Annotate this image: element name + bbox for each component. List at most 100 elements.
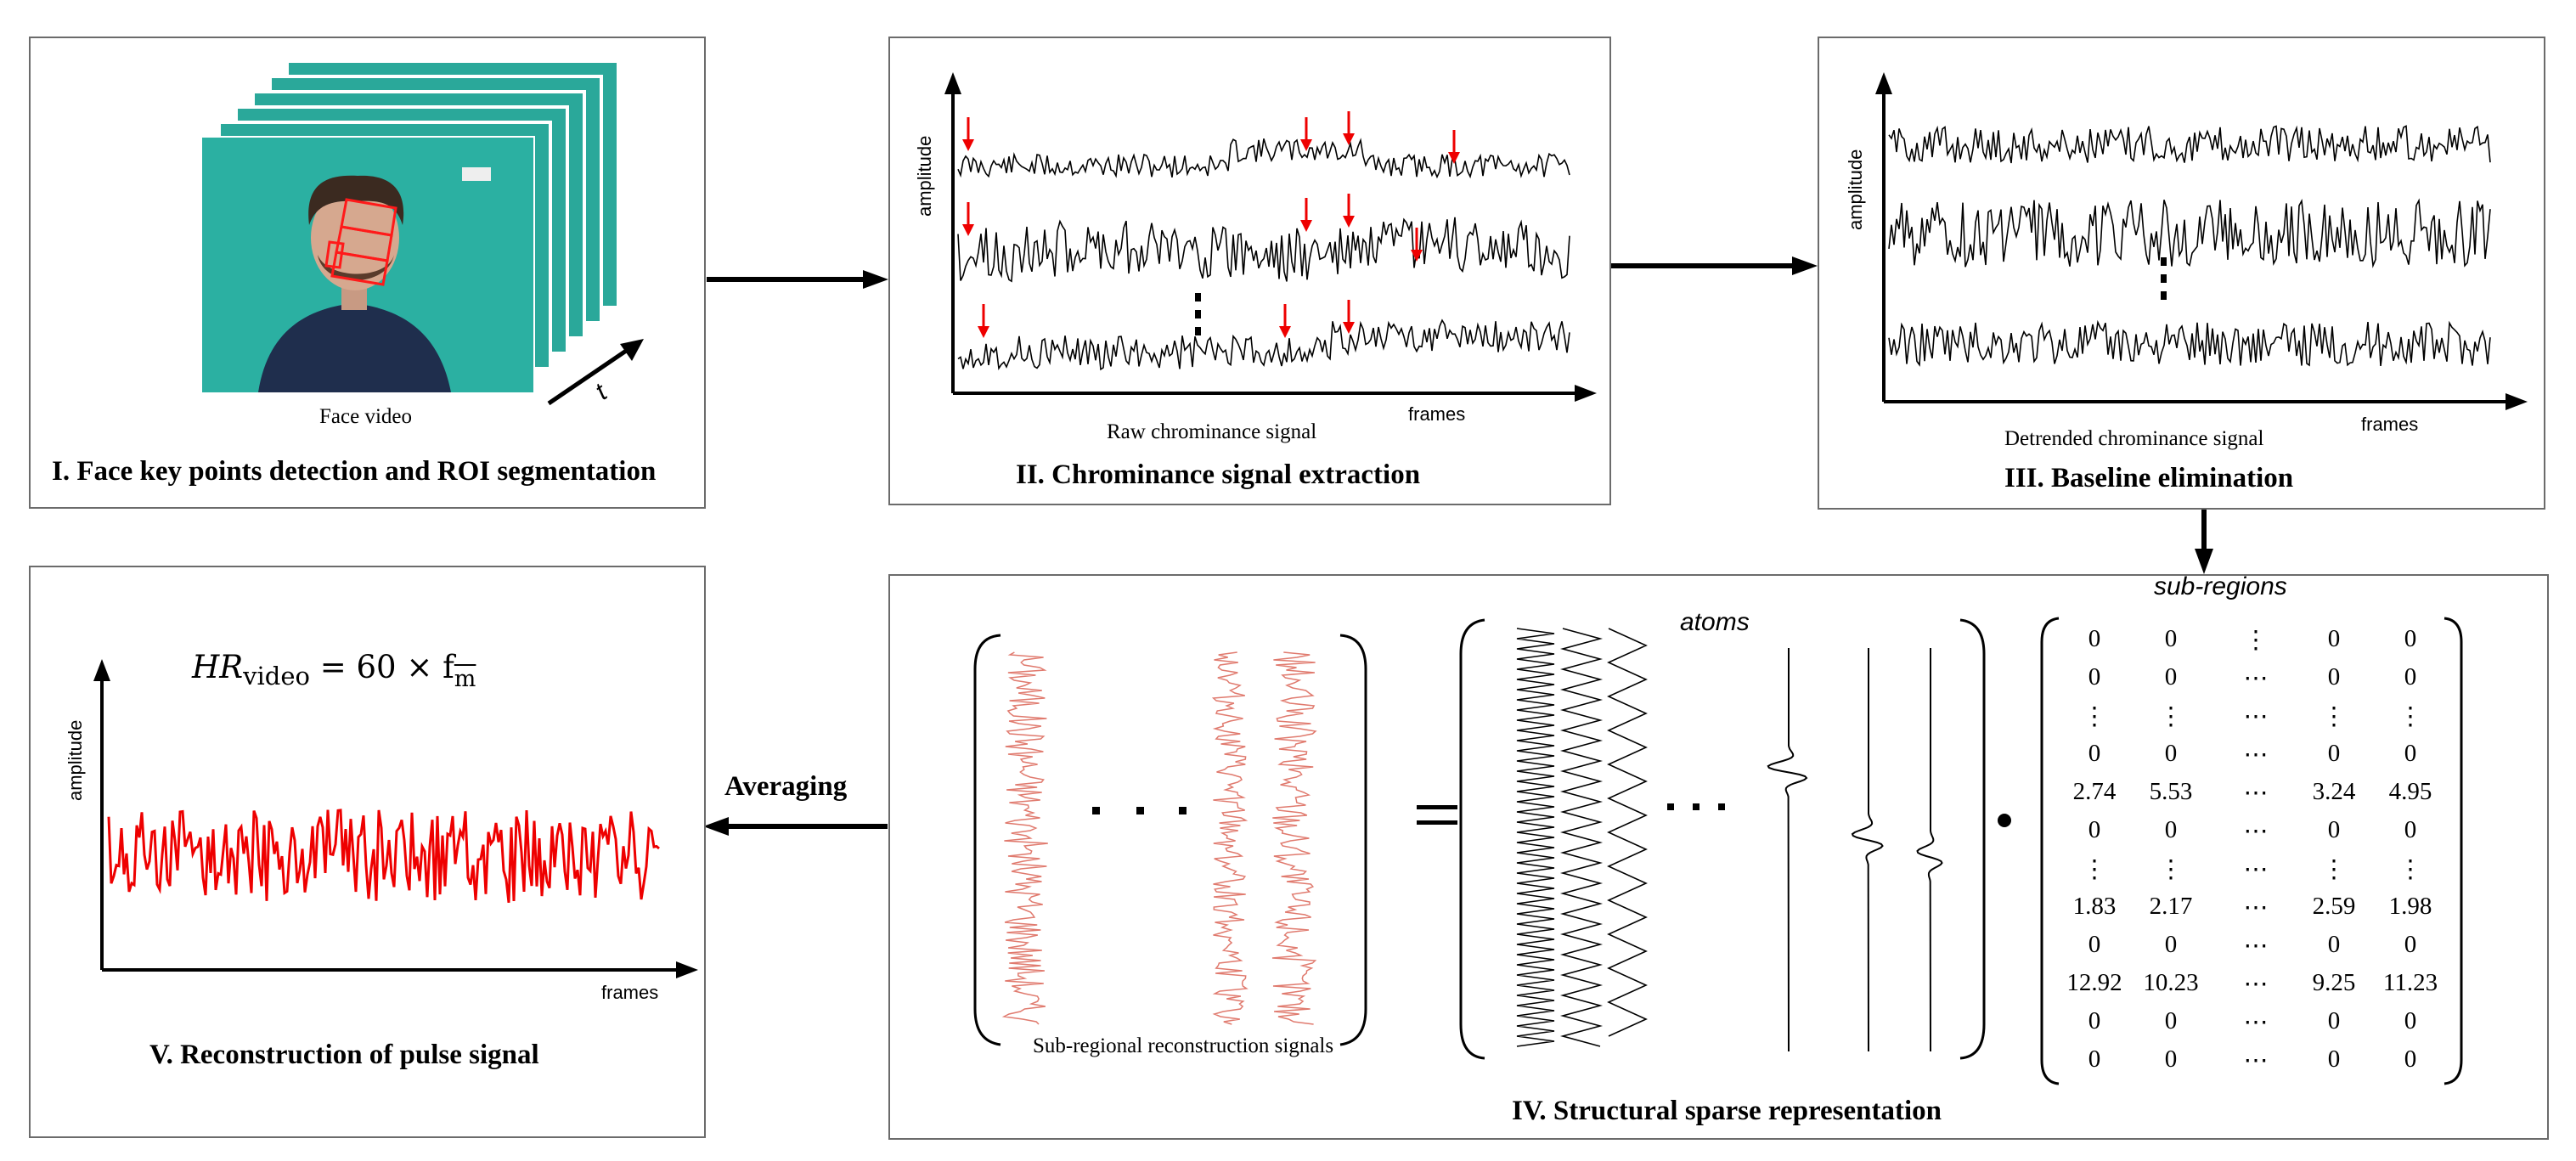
person-body: [258, 303, 451, 392]
panel-title: I. Face key points detection and ROI seg…: [52, 456, 657, 487]
red-arrow: [1279, 304, 1291, 338]
panel-pulse-reconstruction: HRvideo = 60 × fm amplitude frames V. Re…: [29, 566, 706, 1138]
pulse-plot: [93, 659, 698, 978]
raw-signal-caption: Raw chrominance signal: [1107, 420, 1317, 443]
matrix-cell: 0: [2088, 625, 2101, 652]
matrix-cell: 0: [2404, 625, 2417, 652]
averaging-label: Averaging: [724, 771, 848, 802]
x-axis-label: frames: [601, 982, 659, 1003]
y-axis-label: amplitude: [914, 135, 935, 217]
matrix-cell: ⋮: [2082, 703, 2107, 730]
arrow-4-to-5: [703, 817, 888, 836]
matrix-cell: 0: [2404, 740, 2417, 767]
recon-signal-3: [1271, 651, 1317, 1025]
left-bracket-coeffs: [2040, 617, 2060, 1085]
atom-wavelet-3: [1916, 648, 1943, 1052]
face-video-caption: Face video: [319, 405, 412, 428]
frame-stack: [200, 59, 644, 406]
panel-title: IV. Structural sparse representation: [1512, 1096, 1942, 1126]
detrended-signal-1: [1888, 125, 2491, 164]
matrix-cell: 0: [2164, 740, 2178, 767]
matrix-cell: ⋯: [2243, 741, 2269, 769]
detrended-signal-2: [1888, 198, 2491, 268]
formula-f-sub: m: [454, 666, 476, 692]
x-axis-label: frames: [2361, 414, 2419, 435]
multiplication-dot: [1998, 814, 2011, 827]
matrix-cell: 0: [2327, 663, 2341, 690]
matrix-cell: 0: [2088, 663, 2101, 690]
matrix-cell: ⋯: [2243, 856, 2269, 883]
sparse-representation-diagram: [973, 617, 2463, 1085]
matrix-cell: ⋮: [2321, 703, 2347, 730]
matrix-cell: 11.23: [2382, 969, 2438, 996]
matrix-cell: ⋯: [2243, 780, 2269, 807]
red-arrow: [962, 117, 974, 151]
red-arrow: [978, 304, 989, 338]
matrix-cell: 0: [2164, 625, 2178, 652]
left-paren-signals: [973, 634, 1001, 1046]
raw-signal-2: [957, 217, 1570, 283]
panel-sparse-representation: atoms sub-regions Sub-regional reconstru…: [888, 572, 2549, 1140]
atoms-ellipsis: [1667, 803, 1725, 810]
matrix-cell: ⋮: [2398, 856, 2423, 883]
panel-title: II. Chrominance signal extraction: [1016, 459, 1421, 490]
y-axis-label: amplitude: [65, 719, 86, 801]
matrix-cell: 0: [2088, 740, 2101, 767]
roi-boxes: [324, 198, 397, 286]
detrended-caption: Detrended chrominance signal: [2004, 427, 2264, 450]
recon-signal-1: [1001, 651, 1048, 1025]
left-paren-atoms: [1459, 618, 1485, 1060]
formula-hr: HR: [192, 649, 244, 685]
red-arrow: [1343, 300, 1355, 334]
equals-sign: [1417, 805, 1457, 825]
atom-wavelet-2: [1851, 648, 1884, 1052]
pulse-signal: [107, 809, 660, 903]
x-axis-label: frames: [1408, 403, 1466, 425]
vertical-ellipsis: [2161, 257, 2167, 300]
panel-baseline-elimination: amplitude frames Detrended chrominance s…: [1818, 37, 2545, 510]
matrix-cell: ⋮: [2158, 703, 2184, 730]
matrix-cell: 0: [2164, 1007, 2178, 1034]
horizontal-ellipsis: [1092, 807, 1187, 814]
red-arrow: [962, 202, 974, 236]
red-arrow: [1300, 117, 1312, 151]
right-bracket-coeffs: [2444, 617, 2463, 1085]
atom-zigzag-2: [1559, 628, 1604, 1047]
matrix-cell: 5.53: [2149, 778, 2193, 805]
detrended-plot: [1875, 72, 2528, 410]
arrow-1-to-2: [707, 270, 888, 289]
panel-face-detection: t Face video I. Face key points detectio…: [29, 37, 706, 509]
matrix-cell: 0: [2404, 816, 2417, 843]
matrix-cell: ⋯: [2243, 818, 2269, 845]
matrix-cell: ⋯: [2243, 971, 2269, 998]
matrix-cell: 0: [2327, 740, 2341, 767]
panel-title: III. Baseline elimination: [2004, 463, 2294, 493]
matrix-cell: 0: [2088, 816, 2101, 843]
matrix-cell: 0: [2327, 816, 2341, 843]
matrix-cell: 0: [2327, 1045, 2341, 1073]
matrix-cell: 0: [2404, 663, 2417, 690]
matrix-cell: 0: [2327, 625, 2341, 652]
matrix-cell: 4.95: [2388, 778, 2432, 805]
matrix-cell: 0: [2404, 1045, 2417, 1073]
matrix-cell: 0: [2164, 931, 2178, 958]
matrix-cell: ⋯: [2243, 933, 2269, 960]
matrix-cell: ⋯: [2243, 894, 2269, 921]
time-arrow: [547, 343, 635, 406]
atoms-label: atoms: [1680, 608, 1750, 636]
matrix-cell: ⋮: [2082, 856, 2107, 883]
red-arrow: [1448, 130, 1460, 164]
recon-signal-2: [1211, 651, 1249, 1025]
matrix-cell: ⋯: [2243, 1009, 2269, 1036]
matrix-cell: 0: [2327, 1007, 2341, 1034]
panel-title: V. Reconstruction of pulse signal: [149, 1040, 539, 1070]
matrix-cell: 3.24: [2312, 778, 2356, 805]
matrix-cell: ⋯: [2243, 665, 2269, 692]
matrix-cell: 2.17: [2149, 893, 2193, 920]
recon-caption: Sub-regional reconstruction signals: [1033, 1034, 1334, 1057]
matrix-cell: 0: [2404, 1007, 2417, 1034]
matrix-cell: 0: [2088, 931, 2101, 958]
formula-rest: = 60 × f: [309, 649, 454, 685]
face-video-frames: [200, 59, 644, 406]
